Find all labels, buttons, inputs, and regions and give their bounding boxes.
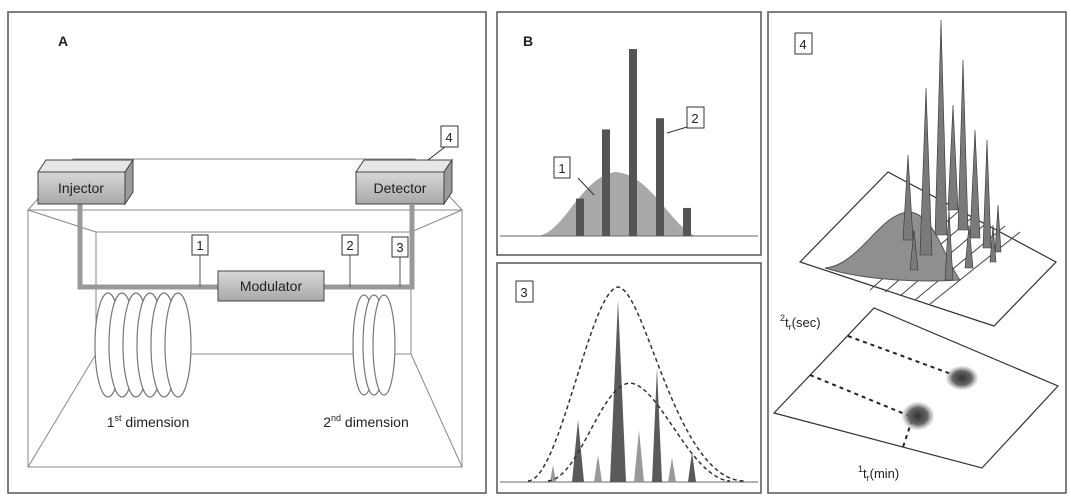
panel-3: 3 [496,262,762,494]
panel-b-label: B [523,33,533,49]
first-dimension-coil [94,292,192,398]
svg-text:1: 1 [558,161,565,176]
detector-label: Detector [374,180,427,196]
marker-2: 2 [341,234,359,256]
injector-box: Injector [37,158,134,206]
svg-text:3: 3 [396,240,403,255]
panel-b: B 1 2 [496,11,762,256]
modulator-label: Modulator [240,278,303,294]
modulator-box: Modulator [217,270,325,302]
panel-3-narrow-peaks [550,300,696,482]
second-dimension-coil [352,294,396,396]
panel-4-peak-spikes [902,19,1002,281]
detector-box: Detector [355,158,453,206]
marker-3: 3 [391,236,409,258]
panel-4-axis-x-label: 1tr(min) [858,464,899,483]
first-dimension-label: 1st dimension [107,413,190,430]
panel-a-label: A [58,33,68,49]
panel-b-modulated-bars [576,49,691,236]
panel-b-bar-5 [683,207,691,236]
panel-b-bar-2 [602,129,610,236]
svg-text:4: 4 [799,37,806,52]
injector-label: Injector [58,180,104,196]
panel-b-bar-4 [656,118,664,236]
panel-4-contour-spot-1 [946,366,978,390]
panel-3-envelope-2 [547,382,731,482]
svg-text:3: 3 [520,285,527,300]
panel-3-frame [496,262,762,494]
panel-4-axis-y-label: 2tr(sec) [780,313,821,332]
marker-1: 1 [191,234,209,256]
svg-text:2: 2 [346,238,353,253]
column-lines [77,202,415,290]
panel-4-contour-spot-2 [902,402,934,430]
svg-text:4: 4 [445,130,452,145]
panel-4-marker: 4 [794,32,813,55]
panel-4: 4 [767,11,1067,494]
panel-b-marker-2: 2 [686,106,705,129]
panel-b-bar-1 [576,198,584,236]
panel-b-bar-3 [629,49,637,236]
svg-text:1: 1 [196,238,203,253]
svg-text:2: 2 [691,111,698,126]
panel-4-contour-plane [772,307,1060,469]
panel-3-envelope-1 [527,286,745,482]
marker-4: 4 [427,125,459,161]
panel-a: A Injector [7,11,487,494]
second-dimension-label: 2nd dimension [323,413,409,430]
panel-b-marker-1: 1 [553,156,571,179]
panel-3-marker: 3 [515,280,534,303]
